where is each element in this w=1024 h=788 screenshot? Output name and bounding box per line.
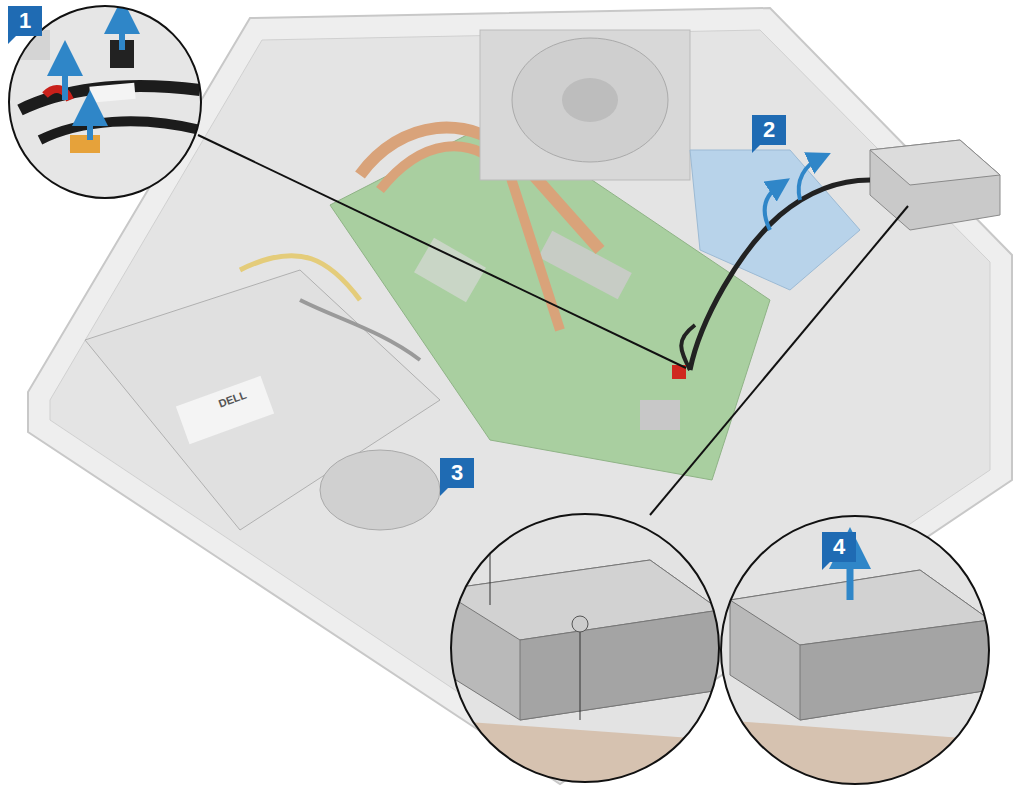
callout-number: 2 bbox=[752, 115, 786, 145]
callout-number: 4 bbox=[822, 532, 856, 562]
callout-number: 3 bbox=[440, 458, 474, 488]
callout-number: 1 bbox=[8, 6, 42, 36]
